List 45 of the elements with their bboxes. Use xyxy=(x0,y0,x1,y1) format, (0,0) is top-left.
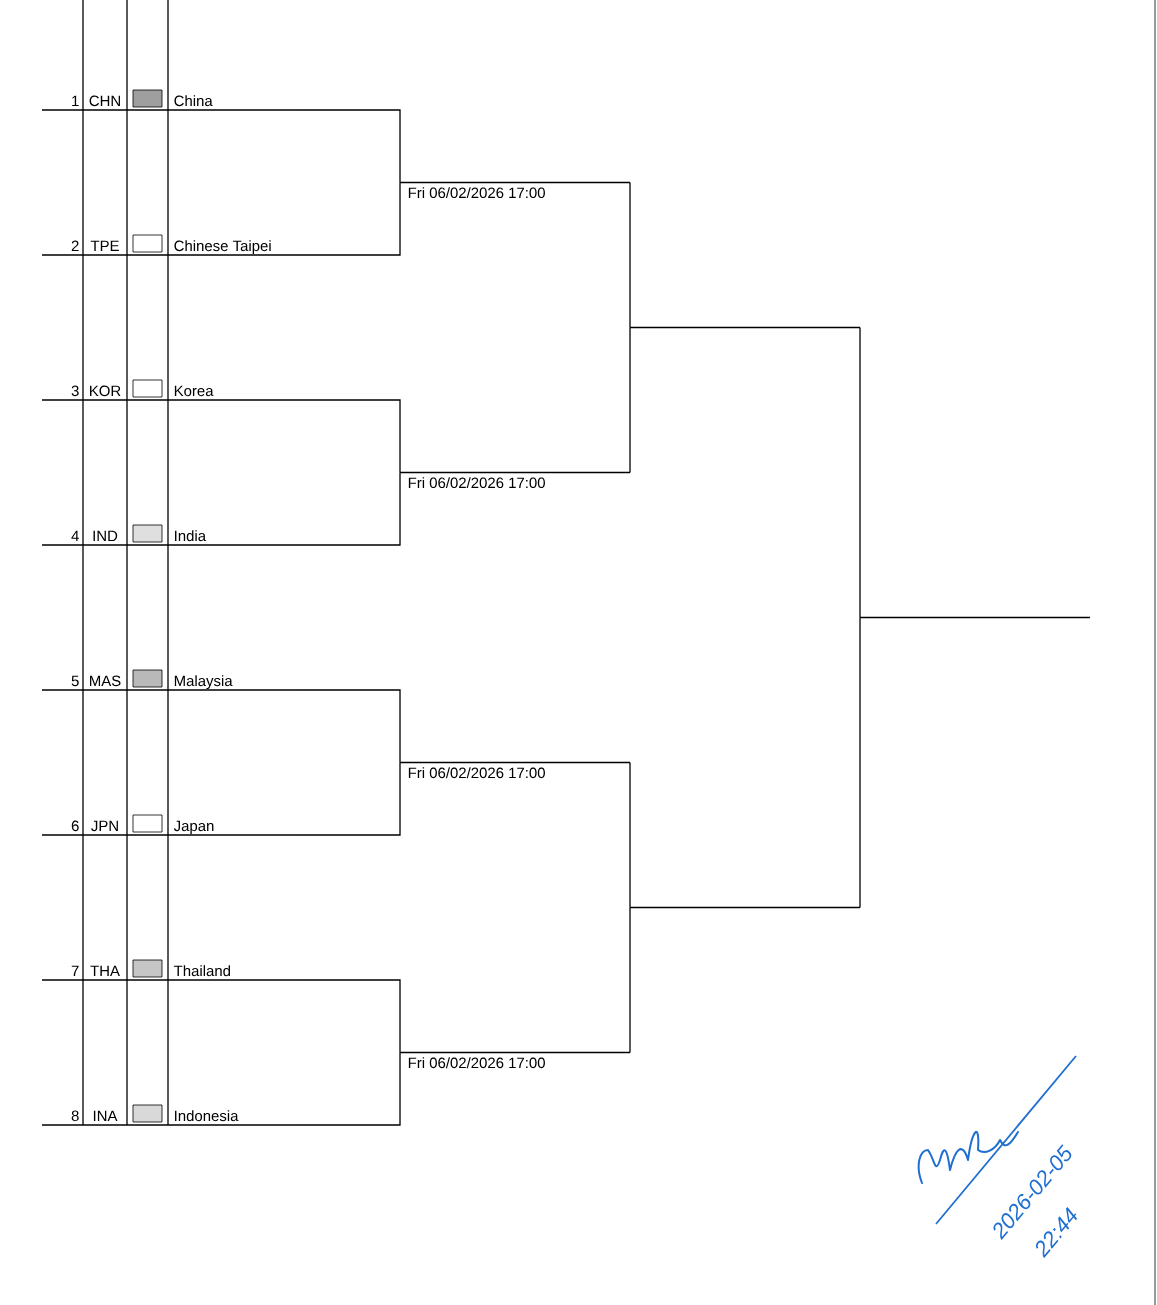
country-name: Thailand xyxy=(174,965,230,977)
match-line: Fri 06/02/2026 17:00 xyxy=(399,761,631,779)
country-code: CHN xyxy=(89,95,120,107)
country-name: India xyxy=(175,530,207,542)
bracket-line xyxy=(859,616,1091,619)
bracket-connector xyxy=(629,181,631,329)
bracket-connector xyxy=(299,1051,401,1126)
match-line: Fri 06/02/2026 17:00 xyxy=(399,1051,631,1069)
country-name: Korea xyxy=(174,385,214,397)
country-code: TPE xyxy=(90,240,119,251)
bracket-connector xyxy=(629,326,631,474)
bracket-connector xyxy=(299,979,401,1054)
bracket-connector xyxy=(299,109,401,184)
bracket-connector xyxy=(299,471,401,546)
seed-number: 3 xyxy=(71,385,79,397)
seed-number: 4 xyxy=(71,530,79,541)
bracket-connector xyxy=(629,906,631,1054)
country-code: THA xyxy=(90,965,120,976)
bracket-connector xyxy=(859,616,861,909)
seed-number: 7 xyxy=(71,965,79,976)
country-code: IND xyxy=(93,530,118,541)
country-code: MAS xyxy=(90,675,121,687)
bracket-connector xyxy=(299,399,401,474)
seed-number: 8 xyxy=(71,1110,79,1122)
match-line: Fri 06/02/2026 17:00 xyxy=(399,181,631,199)
country-name: Indonesia xyxy=(175,1110,239,1122)
country-name: Japan xyxy=(173,820,214,835)
match-line: Fri 06/02/2026 17:00 xyxy=(399,471,631,489)
country-name: Chinese Taipei xyxy=(174,240,271,255)
bracket-connector xyxy=(859,326,861,619)
bracket-connector xyxy=(299,761,401,836)
bracket-connector xyxy=(299,689,401,764)
bracket-line xyxy=(629,326,861,329)
seed-number: 6 xyxy=(71,820,79,832)
bracket-line xyxy=(629,906,861,909)
bracket-connector xyxy=(299,181,401,256)
country-code: JPN xyxy=(91,820,118,832)
seed-number: 2 xyxy=(71,240,79,251)
country-code: INA xyxy=(93,1110,118,1121)
country-name: China xyxy=(174,95,213,107)
seed-number: 5 xyxy=(71,675,79,687)
bracket-connector xyxy=(629,761,631,909)
country-name: Malaysia xyxy=(174,675,233,690)
seed-number: 1 xyxy=(72,95,79,106)
country-code: KOR xyxy=(90,385,121,397)
